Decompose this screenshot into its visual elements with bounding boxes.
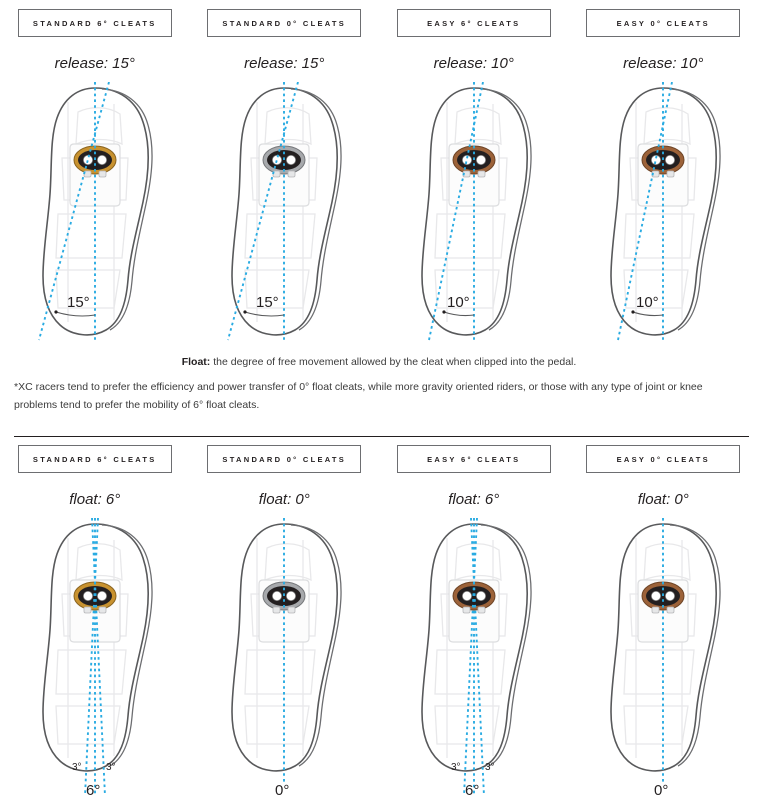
angle-arc (633, 311, 664, 317)
release-diagram-cell-4: 10° (569, 82, 758, 344)
angle-arc (443, 311, 474, 317)
sole-diagram-float-standard-0: 0° (231, 518, 342, 799)
float-diagram-cell-1: 3° 3° 6° (0, 518, 190, 800)
release-caption-3: release: 10° (433, 55, 514, 72)
angle-arc (245, 311, 285, 317)
release-axis-dash (227, 82, 300, 341)
chip-easy-0-release[interactable]: EASY 0° CLEATS (586, 9, 741, 37)
sole-diagram-release-easy-6: 10° (420, 82, 532, 341)
angle-arc (55, 311, 95, 317)
float-total-label-4: 0° (654, 782, 668, 799)
float-chip-cell-1: STANDARD 6° CLEATS (0, 445, 190, 473)
angle-arc-dot (243, 310, 247, 314)
float-definition-text: the degree of free movement allowed by t… (210, 356, 577, 368)
release-caption-cell-4: release: 10° (569, 55, 758, 72)
float-side-label-right-3: 3° (485, 762, 495, 773)
sole-outline (231, 87, 342, 336)
float-caption-cell-3: float: 6° (379, 491, 569, 508)
float-caption-cell-1: float: 6° (0, 491, 190, 508)
section-divider (14, 436, 749, 437)
float-side-label-right-1: 3° (106, 762, 116, 773)
float-total-label-2: 0° (275, 782, 289, 799)
chip-easy-6-float[interactable]: EASY 6° CLEATS (396, 445, 551, 473)
chip-standard-0-float[interactable]: STANDARD 0° CLEATS (207, 445, 362, 473)
chip-easy-6-release[interactable]: EASY 6° CLEATS (396, 9, 551, 37)
float-chip-cell-4: EASY 0° CLEATS (569, 445, 758, 473)
angle-arc-dot (442, 310, 446, 314)
angle-arc-dot (54, 310, 58, 314)
sole-outline (231, 523, 342, 772)
float-caption-cell-4: float: 0° (569, 491, 758, 508)
release-angle-label-2: 15° (256, 294, 279, 311)
release-caption-cell-1: release: 15° (0, 55, 190, 72)
float-diagram-cell-2: 0° (190, 518, 380, 800)
sole-diagram-float-easy-6: 3° 3° 6° (420, 518, 532, 799)
sole-outline (610, 523, 721, 772)
float-chip-row: STANDARD 6° CLEATS STANDARD 0° CLEATS EA… (0, 445, 758, 473)
float-caption-2: float: 0° (258, 491, 310, 508)
release-caption-row: release: 15° release: 15° release: 10° r… (0, 55, 758, 72)
sole-outline (41, 87, 153, 336)
chip-easy-0-float[interactable]: EASY 0° CLEATS (586, 445, 741, 473)
float-caption-1: float: 6° (69, 491, 121, 508)
float-chip-cell-3: EASY 6° CLEATS (379, 445, 569, 473)
float-total-label-3: 6° (465, 782, 479, 799)
release-diagram-cell-3: 10° (379, 82, 569, 344)
sole-diagram-release-standard-6: 15° (37, 82, 153, 341)
xc-racers-note: *XC racers tend to prefer the efficiency… (14, 378, 749, 415)
float-caption-4: float: 0° (637, 491, 689, 508)
release-chip-cell-1: STANDARD 6° CLEATS (0, 9, 190, 37)
float-chip-cell-2: STANDARD 0° CLEATS (190, 445, 380, 473)
chip-standard-6-float[interactable]: STANDARD 6° CLEATS (17, 445, 172, 473)
float-caption-row: float: 6° float: 0° float: 6° float: 0° (0, 491, 758, 508)
release-axis-dash (37, 82, 110, 341)
chip-standard-0-release[interactable]: STANDARD 0° CLEATS (207, 9, 362, 37)
sole-diagram-float-standard-6: 3° 3° 6° (41, 518, 153, 799)
float-diagram-cell-4: 0° (569, 518, 758, 800)
float-caption-cell-2: float: 0° (190, 491, 380, 508)
float-diagram-row: 3° 3° 6° (0, 518, 758, 800)
float-caption-3: float: 6° (448, 491, 500, 508)
sole-diagram-release-easy-0: 10° (610, 82, 721, 341)
sole-diagram-release-standard-0: 15° (227, 82, 342, 341)
release-caption-1: release: 15° (54, 55, 135, 72)
release-diagram-cell-1: 15° (0, 82, 190, 344)
xc-racers-note-line1: *XC racers tend to prefer the efficiency… (14, 381, 703, 393)
angle-arc-dot (631, 310, 635, 314)
release-angle-label-1: 15° (67, 294, 90, 311)
float-total-label-1: 6° (86, 782, 100, 799)
release-angle-label-3: 10° (447, 294, 470, 311)
xc-racers-note-line2: problems tend to prefer the mobility of … (14, 399, 260, 412)
chip-standard-6-release[interactable]: STANDARD 6° CLEATS (17, 9, 172, 37)
release-chip-cell-2: STANDARD 0° CLEATS (190, 9, 380, 37)
release-diagram-cell-2: 15° (190, 82, 380, 344)
release-caption-cell-2: release: 15° (190, 55, 380, 72)
sole-diagram-float-easy-0: 0° (610, 518, 721, 799)
release-angle-label-4: 10° (636, 294, 659, 311)
release-chip-row: STANDARD 6° CLEATS STANDARD 0° CLEATS EA… (0, 9, 758, 37)
float-definition: Float: the degree of free movement allow… (0, 355, 758, 371)
float-side-label-left-3: 3° (451, 762, 461, 773)
float-definition-term: Float: (181, 356, 211, 368)
float-diagram-cell-3: 3° 3° 6° (379, 518, 569, 800)
float-side-label-left-1: 3° (72, 762, 82, 773)
release-chip-cell-3: EASY 6° CLEATS (379, 9, 569, 37)
release-caption-4: release: 10° (623, 55, 704, 72)
release-caption-cell-3: release: 10° (379, 55, 569, 72)
release-caption-2: release: 15° (244, 55, 325, 72)
release-diagram-row: 15° (0, 82, 758, 344)
release-chip-cell-4: EASY 0° CLEATS (569, 9, 758, 37)
